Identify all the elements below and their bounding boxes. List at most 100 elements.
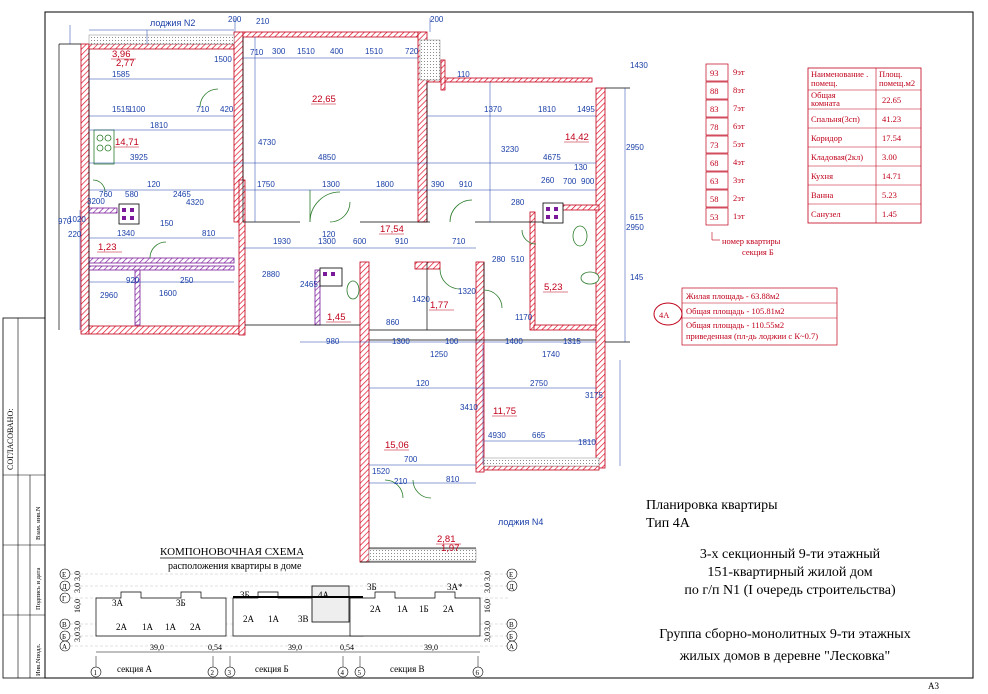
dimension-label: 920 xyxy=(126,276,140,285)
dimension-label: 2950 xyxy=(626,223,644,232)
scheme-section-label: секция В xyxy=(390,664,425,674)
scheme-apt-c: 3Б xyxy=(367,582,377,592)
stamp-col-signature: Подпись и дата xyxy=(35,567,42,610)
house-line-2: 151-квартирный жилой дом xyxy=(707,565,872,580)
dimension-label: 1400 xyxy=(505,337,523,346)
dimension-label: 120 xyxy=(416,379,430,388)
dimension-label: 1250 xyxy=(430,350,448,359)
dimension-label: 760 xyxy=(99,190,113,199)
scheme-row-right: Д xyxy=(509,583,514,591)
scheme-apt-a: 1А xyxy=(165,622,177,632)
apartment-number: 53 xyxy=(710,212,719,222)
scheme-row-left: В xyxy=(62,621,67,629)
dimension-label: 1810 xyxy=(538,105,556,114)
room-area-bedroom-bottom-left: 15,06 xyxy=(385,440,409,451)
dimension-label: 665 xyxy=(532,431,546,440)
dimension-label: 3200 xyxy=(87,197,105,206)
dimension-label: 4730 xyxy=(258,138,276,147)
scheme-apt-a: 1А xyxy=(142,622,154,632)
loggia-top-label: лоджия N2 xyxy=(150,18,195,28)
reduced-area: Общая площадь - 110.55м2 xyxy=(686,320,784,330)
scheme-section-label: секция А xyxy=(117,664,152,674)
sheet-format: А3 xyxy=(928,681,939,691)
apartment-number: 93 xyxy=(710,68,719,78)
dimension-label: 700 xyxy=(563,177,577,186)
room-area-value: 22.65 xyxy=(882,95,901,105)
dimension-label: 970 xyxy=(58,217,72,226)
scheme-apt-b: 4А xyxy=(318,590,330,600)
dimension-label: 200 xyxy=(430,15,444,24)
dimension-label: 1170 xyxy=(515,313,533,322)
balcony-right-fill xyxy=(483,457,600,467)
floor-caption-2: секция Б xyxy=(742,247,774,257)
dimension-label: 1420 xyxy=(412,295,430,304)
dimension-label: 280 xyxy=(492,255,506,264)
room-area-corridor: 17,54 xyxy=(380,224,404,235)
dimension-label: 810 xyxy=(446,475,460,484)
scheme-dim: 39,0 xyxy=(424,643,438,652)
dimension-label: 4320 xyxy=(186,198,204,207)
room-area-value: 41.23 xyxy=(882,114,901,124)
fixtures xyxy=(93,129,600,300)
room-name: Санузел xyxy=(811,209,841,219)
dimension-label: 1520 xyxy=(372,467,390,476)
dimension-label: 1510 xyxy=(297,47,315,56)
room-area-living: 22,65 xyxy=(312,94,336,105)
floor-number: 2эт xyxy=(733,193,745,203)
apartment-number: 83 xyxy=(710,104,719,114)
dimension-label: 900 xyxy=(581,177,595,186)
dimension-label: 1500 xyxy=(214,55,232,64)
dimension-label: 1020 xyxy=(68,215,86,224)
dimension-label: 210 xyxy=(394,477,408,486)
scheme-axis: 6 xyxy=(476,669,480,677)
room-table-header-name-2: помещ. xyxy=(811,78,837,88)
dimension-label: 910 xyxy=(395,237,409,246)
scheme-apt-b: 2А xyxy=(243,614,255,624)
dimension-label: 4930 xyxy=(488,431,506,440)
group-line-1: Группа сборно-монолитных 9-ти этажных xyxy=(659,627,910,642)
dimension-label: 1370 xyxy=(484,105,502,114)
scheme-dim: 0,54 xyxy=(208,643,222,652)
scheme-vdim-left: 3,0 xyxy=(73,583,82,593)
dimension-label: 4850 xyxy=(318,153,336,162)
dimension-label: 700 xyxy=(404,455,418,464)
scheme-apt-c: 3А* xyxy=(447,582,463,592)
loggia-bottom-fill xyxy=(368,548,477,562)
floor-number: 4эт xyxy=(733,157,745,167)
floor-number: 7эт xyxy=(733,103,745,113)
dimension-label: 1300 xyxy=(318,237,336,246)
approval-stamp: СОГЛАСОВАНО: Взам. инв.N Подпись и дата … xyxy=(2,317,46,679)
room-area-small-room: 1,77 xyxy=(430,300,449,311)
scheme-row-right: А xyxy=(509,643,514,651)
dimension-label: 2750 xyxy=(530,379,548,388)
scheme-dim: 39,0 xyxy=(150,643,164,652)
room-name: Спальня(3сп) xyxy=(811,114,860,124)
dimension-label: 120 xyxy=(322,230,336,239)
plan-title: Планировка квартиры xyxy=(646,498,778,513)
dimension-label: 1800 xyxy=(376,180,394,189)
dimension-label: 510 xyxy=(511,255,525,264)
room-area-toilet: 1,45 xyxy=(327,312,346,323)
dimension-label: 1495 xyxy=(577,105,595,114)
scheme-apt-a: 2А xyxy=(116,622,128,632)
dimension-label: 260 xyxy=(541,176,555,185)
dimension-label: 220 xyxy=(68,230,82,239)
room-area-storage: 1,23 xyxy=(98,242,117,253)
room-name: Коридор xyxy=(811,133,842,143)
stamp-col-inventory: Инв.Nподл. xyxy=(35,643,42,676)
dimension-label: 150 xyxy=(160,219,174,228)
apartment-number: 58 xyxy=(710,194,719,204)
layout-scheme: КОМПОНОВОЧНАЯ СХЕМА расположения квартир… xyxy=(59,546,518,678)
dimension-label: 210 xyxy=(256,17,270,26)
scheme-apt-a: 3Б xyxy=(176,598,186,608)
scheme-section-label: секция Б xyxy=(255,664,289,674)
dimension-label: 4675 xyxy=(543,153,561,162)
scheme-vdim-right: 3,0 xyxy=(483,621,492,631)
dimension-label: 615 xyxy=(630,213,644,222)
scheme-dim: 39,0 xyxy=(288,643,302,652)
room-area-sub: 2,77 xyxy=(116,58,135,69)
apartment-number: 63 xyxy=(710,176,719,186)
dimension-label: 860 xyxy=(386,318,400,327)
